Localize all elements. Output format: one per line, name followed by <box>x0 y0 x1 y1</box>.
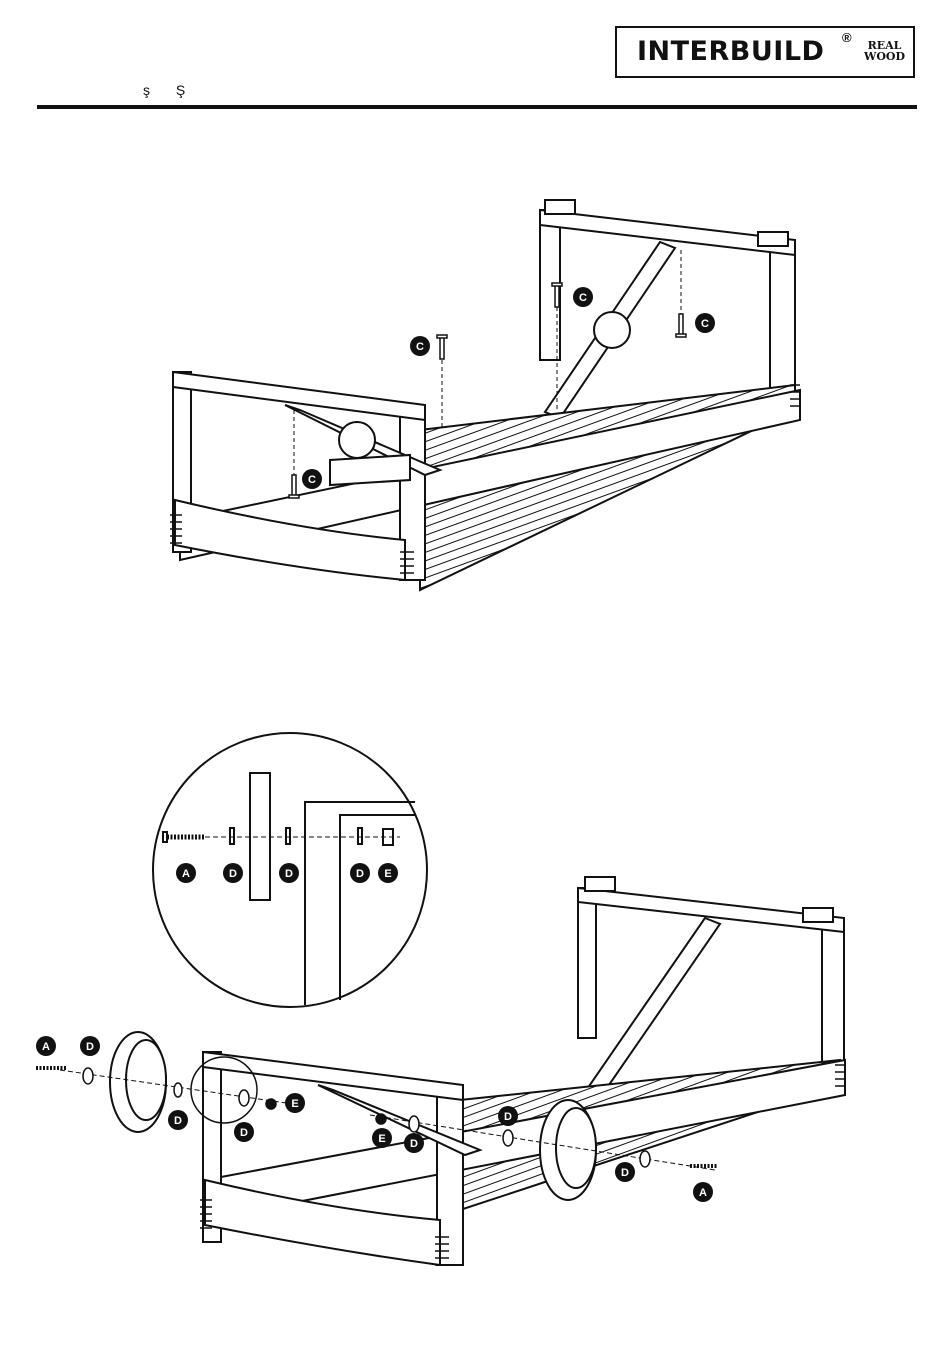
svg-text:D: D <box>285 868 293 880</box>
svg-text:C: C <box>701 318 709 330</box>
svg-text:D: D <box>240 1127 248 1139</box>
svg-text:C: C <box>579 292 587 304</box>
svg-text:A: A <box>182 868 190 880</box>
svg-text:C: C <box>416 341 424 353</box>
svg-text:A: A <box>42 1041 50 1053</box>
svg-text:E: E <box>384 868 391 880</box>
svg-text:E: E <box>378 1133 385 1145</box>
svg-text:E: E <box>291 1098 298 1110</box>
svg-text:D: D <box>356 868 364 880</box>
svg-text:D: D <box>174 1115 182 1127</box>
svg-text:D: D <box>86 1041 94 1053</box>
svg-text:A: A <box>699 1187 707 1199</box>
svg-text:D: D <box>504 1111 512 1123</box>
svg-text:D: D <box>621 1167 629 1179</box>
daybed-frame-top <box>173 200 800 590</box>
svg-text:C: C <box>308 474 316 486</box>
svg-text:D: D <box>410 1138 418 1150</box>
svg-text:D: D <box>229 868 237 880</box>
